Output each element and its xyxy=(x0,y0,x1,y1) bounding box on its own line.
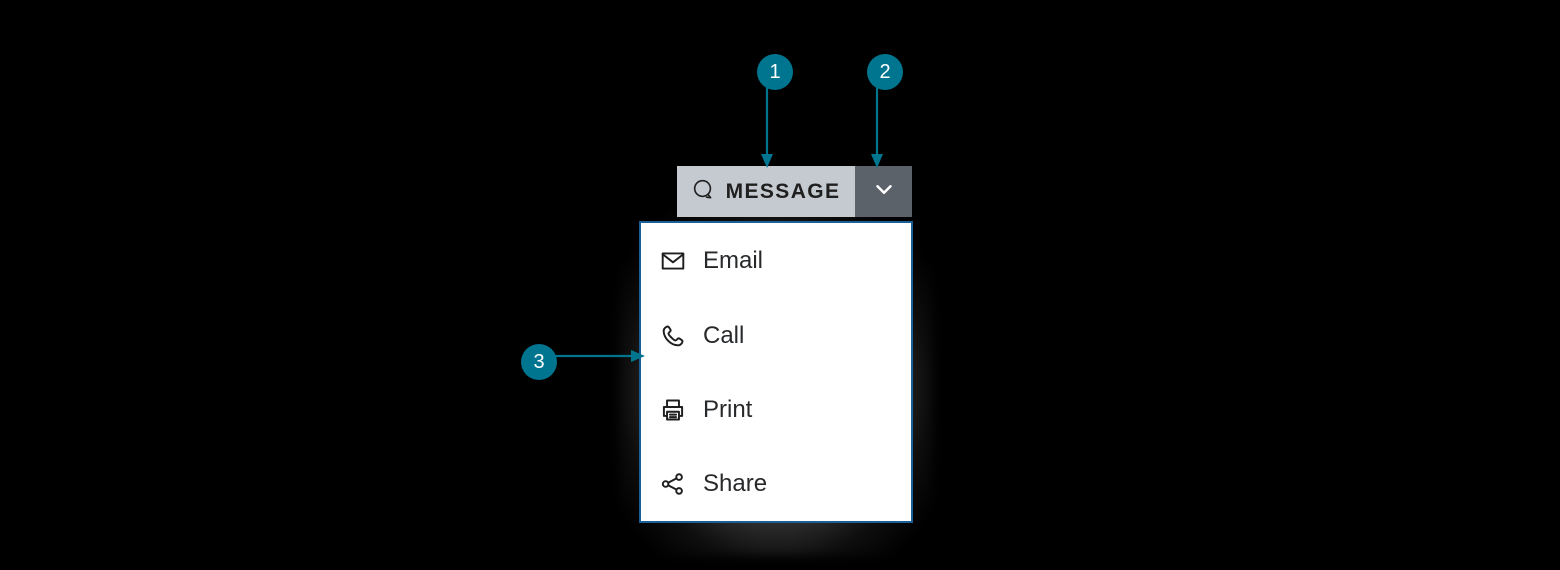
menu-item-print[interactable]: Print xyxy=(641,373,911,447)
callout-badge-number: 1 xyxy=(757,54,793,90)
callout-marker-1: 1 xyxy=(757,54,793,90)
menu-item-label: Share xyxy=(703,470,768,497)
dropdown-menu-list: Email Call xyxy=(641,223,911,521)
menu-item-label: Call xyxy=(703,322,745,349)
share-nodes-icon xyxy=(658,469,688,499)
printer-icon xyxy=(658,395,688,425)
split-button-main[interactable]: MESSAGE xyxy=(677,166,855,217)
split-button-label: MESSAGE xyxy=(725,180,841,203)
split-button-toggle[interactable] xyxy=(855,166,912,217)
chevron-down-icon xyxy=(871,176,897,207)
menu-item-call[interactable]: Call xyxy=(641,299,911,373)
menu-item-email[interactable]: Email xyxy=(641,223,911,299)
callout-badge-number: 3 xyxy=(521,344,557,380)
speech-bubble-icon xyxy=(692,178,715,206)
menu-item-label: Print xyxy=(703,396,753,423)
callout-marker-2: 2 xyxy=(867,54,903,90)
callout-badge-number: 2 xyxy=(867,54,903,90)
callout-leader-2 xyxy=(871,84,883,168)
callout-leader-3 xyxy=(555,350,645,362)
split-button[interactable]: MESSAGE xyxy=(677,166,912,217)
menu-item-share[interactable]: Share xyxy=(641,447,911,521)
phone-icon xyxy=(658,321,688,351)
callout-leader-1 xyxy=(761,84,773,168)
envelope-icon xyxy=(658,246,688,276)
callout-marker-3: 3 xyxy=(521,344,557,380)
dropdown-panel: Email Call xyxy=(639,221,913,523)
menu-item-label: Email xyxy=(703,247,764,274)
